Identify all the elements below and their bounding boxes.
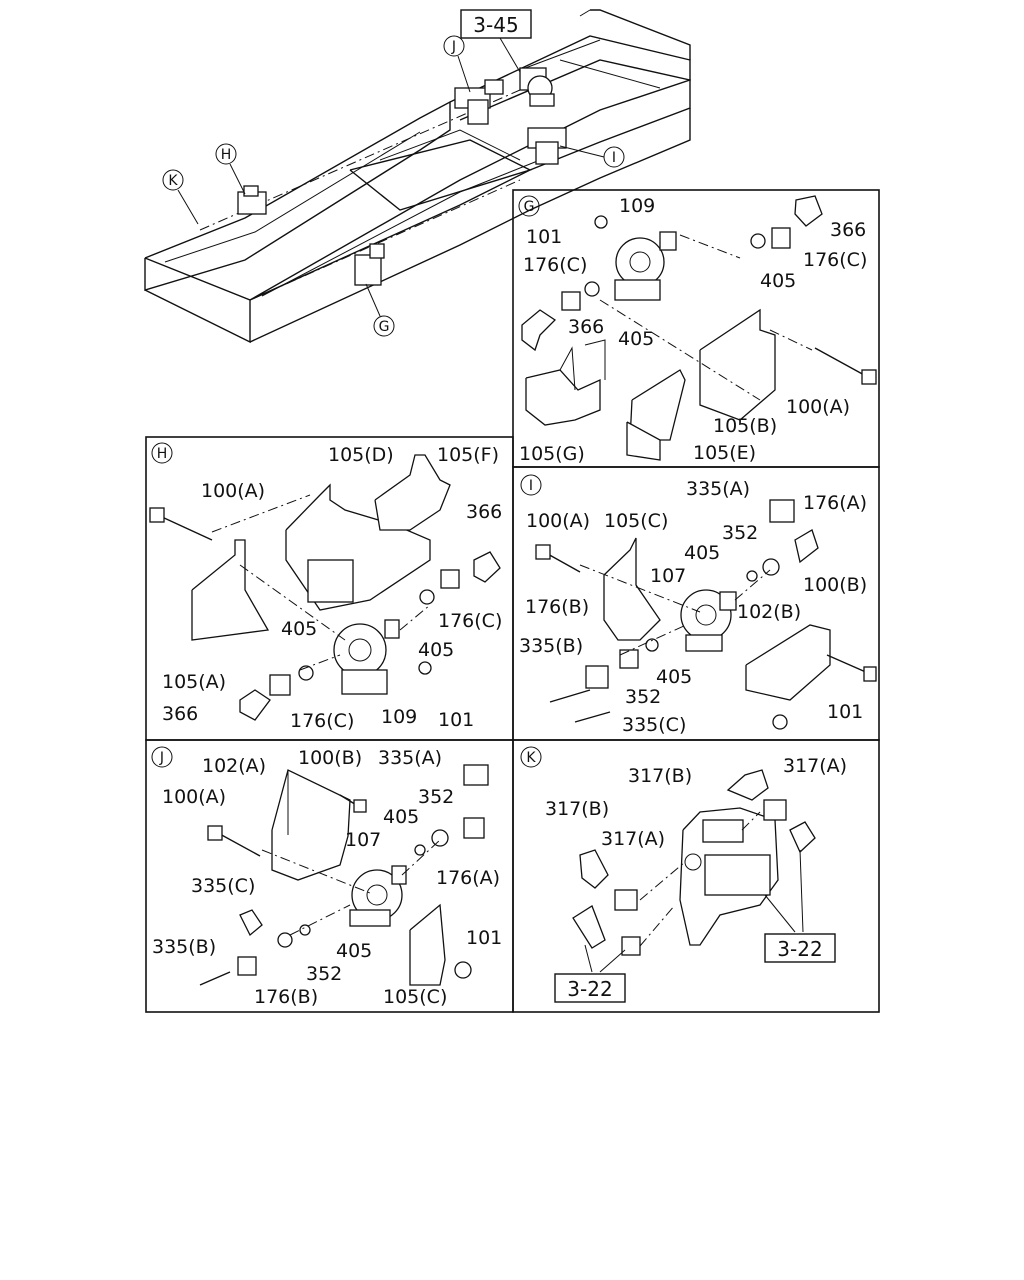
valve-assembly-i-overview xyxy=(527,127,567,165)
part-number-label: 176(A) xyxy=(803,492,867,514)
part-number-label: 176(C) xyxy=(523,254,587,276)
part-number-label: 405 xyxy=(684,542,720,564)
part-number-label: I xyxy=(612,150,616,166)
part-number-label: 105(A) xyxy=(162,671,226,693)
overview-callout-h: H xyxy=(215,143,246,195)
panel-j: J 102(A) 100(B) 335(A) 100(A) xyxy=(151,746,502,1008)
part-number-label: 352 xyxy=(722,522,758,544)
part-number-label: 100(A) xyxy=(786,396,850,418)
valve-assembly-h-overview xyxy=(237,185,267,215)
part-number-label: 335(A) xyxy=(378,747,442,769)
panel-h: H 105(D) 105(F) 100(A) 366 176(C) xyxy=(149,442,502,732)
part-number-label: 100(B) xyxy=(803,574,867,596)
reference-label-3-45: 3-45 xyxy=(473,13,518,37)
part-number-label: 102(A) xyxy=(202,755,266,777)
part-number-label: 366 xyxy=(162,703,198,725)
part-number-label: H xyxy=(221,147,232,163)
panel-i: I 335(A) 176(A) 100(A) 105(C) xyxy=(519,474,877,736)
reference-box-3-22-right xyxy=(764,933,836,963)
part-number-label: 352 xyxy=(625,686,661,708)
part-number-label: 3-22 xyxy=(567,977,612,1001)
part-number-label: 102(B) xyxy=(737,601,801,623)
part-number-label: 105(B) xyxy=(713,415,777,437)
part-number-label: 317(B) xyxy=(545,798,609,820)
part-number-label: 317(A) xyxy=(601,828,665,850)
part-number-label: 105(C) xyxy=(604,510,668,532)
part-number-label: 335(A) xyxy=(686,478,750,500)
part-number-label: 366 xyxy=(830,219,866,241)
panel-i-letter: I xyxy=(529,478,533,494)
part-number-label: 176(B) xyxy=(525,596,589,618)
part-number-label: 366 xyxy=(568,316,604,338)
part-number-label: J xyxy=(451,39,456,55)
part-number-label: 101 xyxy=(466,927,502,949)
part-number-label: 3-22 xyxy=(777,937,822,961)
part-number-label: 335(B) xyxy=(519,635,583,657)
panel-k: K 317(B) 317(A) 317(B) 317(A) 3-22 3-22 xyxy=(520,746,847,1003)
part-number-label: 105(E) xyxy=(693,442,756,464)
part-number-label: 352 xyxy=(306,963,342,985)
part-number-label: K xyxy=(168,173,178,189)
part-number-label: 176(B) xyxy=(254,986,318,1008)
reference-box-3-22-left xyxy=(554,973,626,1003)
part-number-label: 109 xyxy=(619,195,655,217)
part-number-label: 317(B) xyxy=(628,765,692,787)
valve-assembly-g-overview xyxy=(354,243,385,286)
panel-g: G 109 101 366 176(C) 176(C) 405 xyxy=(518,195,877,465)
part-number-label: 335(C) xyxy=(622,714,686,736)
part-number-label: 100(A) xyxy=(201,480,265,502)
part-number-label: 366 xyxy=(466,501,502,523)
part-number-label: 176(C) xyxy=(438,610,502,632)
part-number-label: 100(B) xyxy=(298,747,362,769)
part-number-label: 176(A) xyxy=(436,867,500,889)
part-number-label: 105(C) xyxy=(383,986,447,1008)
overview-callout-i: I xyxy=(559,145,625,168)
part-number-label: 405 xyxy=(281,618,317,640)
part-number-label: 352 xyxy=(418,786,454,808)
part-number-label: 107 xyxy=(650,565,686,587)
part-number-label: 317(A) xyxy=(783,755,847,777)
part-number-label: 335(B) xyxy=(152,936,216,958)
overview-callout-g: G xyxy=(365,283,395,337)
panel-j-letter: J xyxy=(159,750,164,766)
part-number-label: 405 xyxy=(760,270,796,292)
part-number-label: 405 xyxy=(383,806,419,828)
part-number-label: 105(D) xyxy=(328,444,394,466)
panel-h-letter: H xyxy=(157,446,168,462)
part-number-label: 101 xyxy=(526,226,562,248)
part-number-label: 107 xyxy=(345,829,381,851)
part-number-label: 405 xyxy=(418,639,454,661)
part-number-label: 101 xyxy=(438,709,474,731)
part-number-label: 100(A) xyxy=(162,786,226,808)
part-number-label: 176(C) xyxy=(803,249,867,271)
part-number-label: 100(A) xyxy=(526,510,590,532)
part-number-label: 105(F) xyxy=(437,444,499,466)
panel-frames xyxy=(145,189,880,1013)
part-number-label: G xyxy=(379,319,390,335)
overview-callout-j: J xyxy=(443,35,471,93)
chassis-frame-overview xyxy=(144,9,691,344)
part-number-label: 176(C) xyxy=(290,710,354,732)
part-number-label: 335(C) xyxy=(191,875,255,897)
part-number-label: 405 xyxy=(336,940,372,962)
panel-k-letter: K xyxy=(526,750,536,766)
valve-assembly-top-overview xyxy=(519,67,555,107)
valve-assembly-j-overview xyxy=(454,79,504,125)
overview-callout-k: K xyxy=(162,169,199,225)
part-number-label: 105(G) xyxy=(519,443,585,465)
panel-g-letter: G xyxy=(524,199,535,215)
part-number-label: 101 xyxy=(827,701,863,723)
part-number-label: 405 xyxy=(618,328,654,350)
part-number-label: 405 xyxy=(656,666,692,688)
reference-box-3-45: 3-45 xyxy=(460,9,532,73)
part-number-label: 109 xyxy=(381,706,417,728)
